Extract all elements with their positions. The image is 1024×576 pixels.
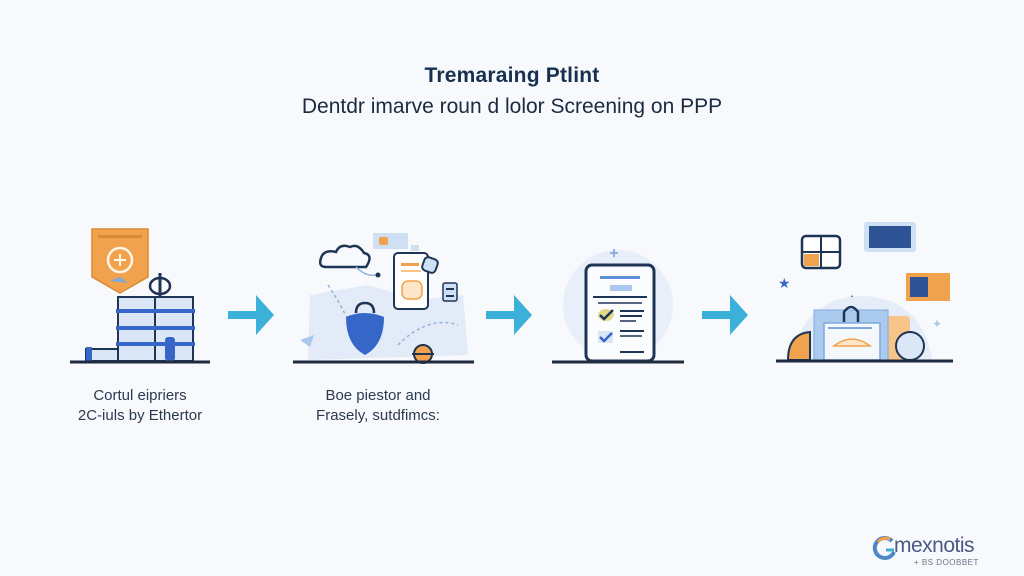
svg-text:✦: ✦ <box>932 317 942 331</box>
step-2-caption-line2: Frasely, sutdfimcs: <box>316 407 440 424</box>
page-subtitle: Dentdr imarve roun d lolor Screening on … <box>301 95 723 118</box>
svg-text:★: ★ <box>778 275 791 291</box>
arrow-right-icon <box>700 293 750 342</box>
bag-with-screens-icon: ★ ✦ ✦ ✦ <box>776 222 953 363</box>
brand-logo: mexnotis + BS DOOBBET <box>872 534 1022 574</box>
step-2-illustration <box>288 225 478 365</box>
step-1-illustration <box>68 225 213 365</box>
step-4-illustration: ★ ✦ ✦ ✦ <box>772 218 957 368</box>
building-with-badge-icon <box>70 228 210 364</box>
brand-logo-icon <box>872 536 896 560</box>
checklist-document-icon <box>552 249 684 364</box>
step-2-caption: Boe piestor and Frasely, sutdfimcs: <box>278 386 478 426</box>
page-title: Tremaraing Ptlint <box>424 64 600 87</box>
step-1-caption-line1: Cortul eipriers <box>93 387 187 404</box>
step-1-caption-line2: 2C-iuls by Ethertor <box>77 407 203 424</box>
step-2-caption-line1: Boe piestor and <box>325 387 431 404</box>
step-1-caption: Cortul eipriers 2C-iuls by Ethertor <box>40 386 240 426</box>
arrow-right-icon <box>484 293 534 342</box>
brand-name: mexnotis <box>894 534 975 557</box>
step-3-illustration <box>548 245 688 365</box>
arrow-right-icon <box>226 293 276 342</box>
cloud-map-shield-phone-icon <box>293 233 474 364</box>
brand-tagline: + BS DOOBBET <box>914 558 979 567</box>
